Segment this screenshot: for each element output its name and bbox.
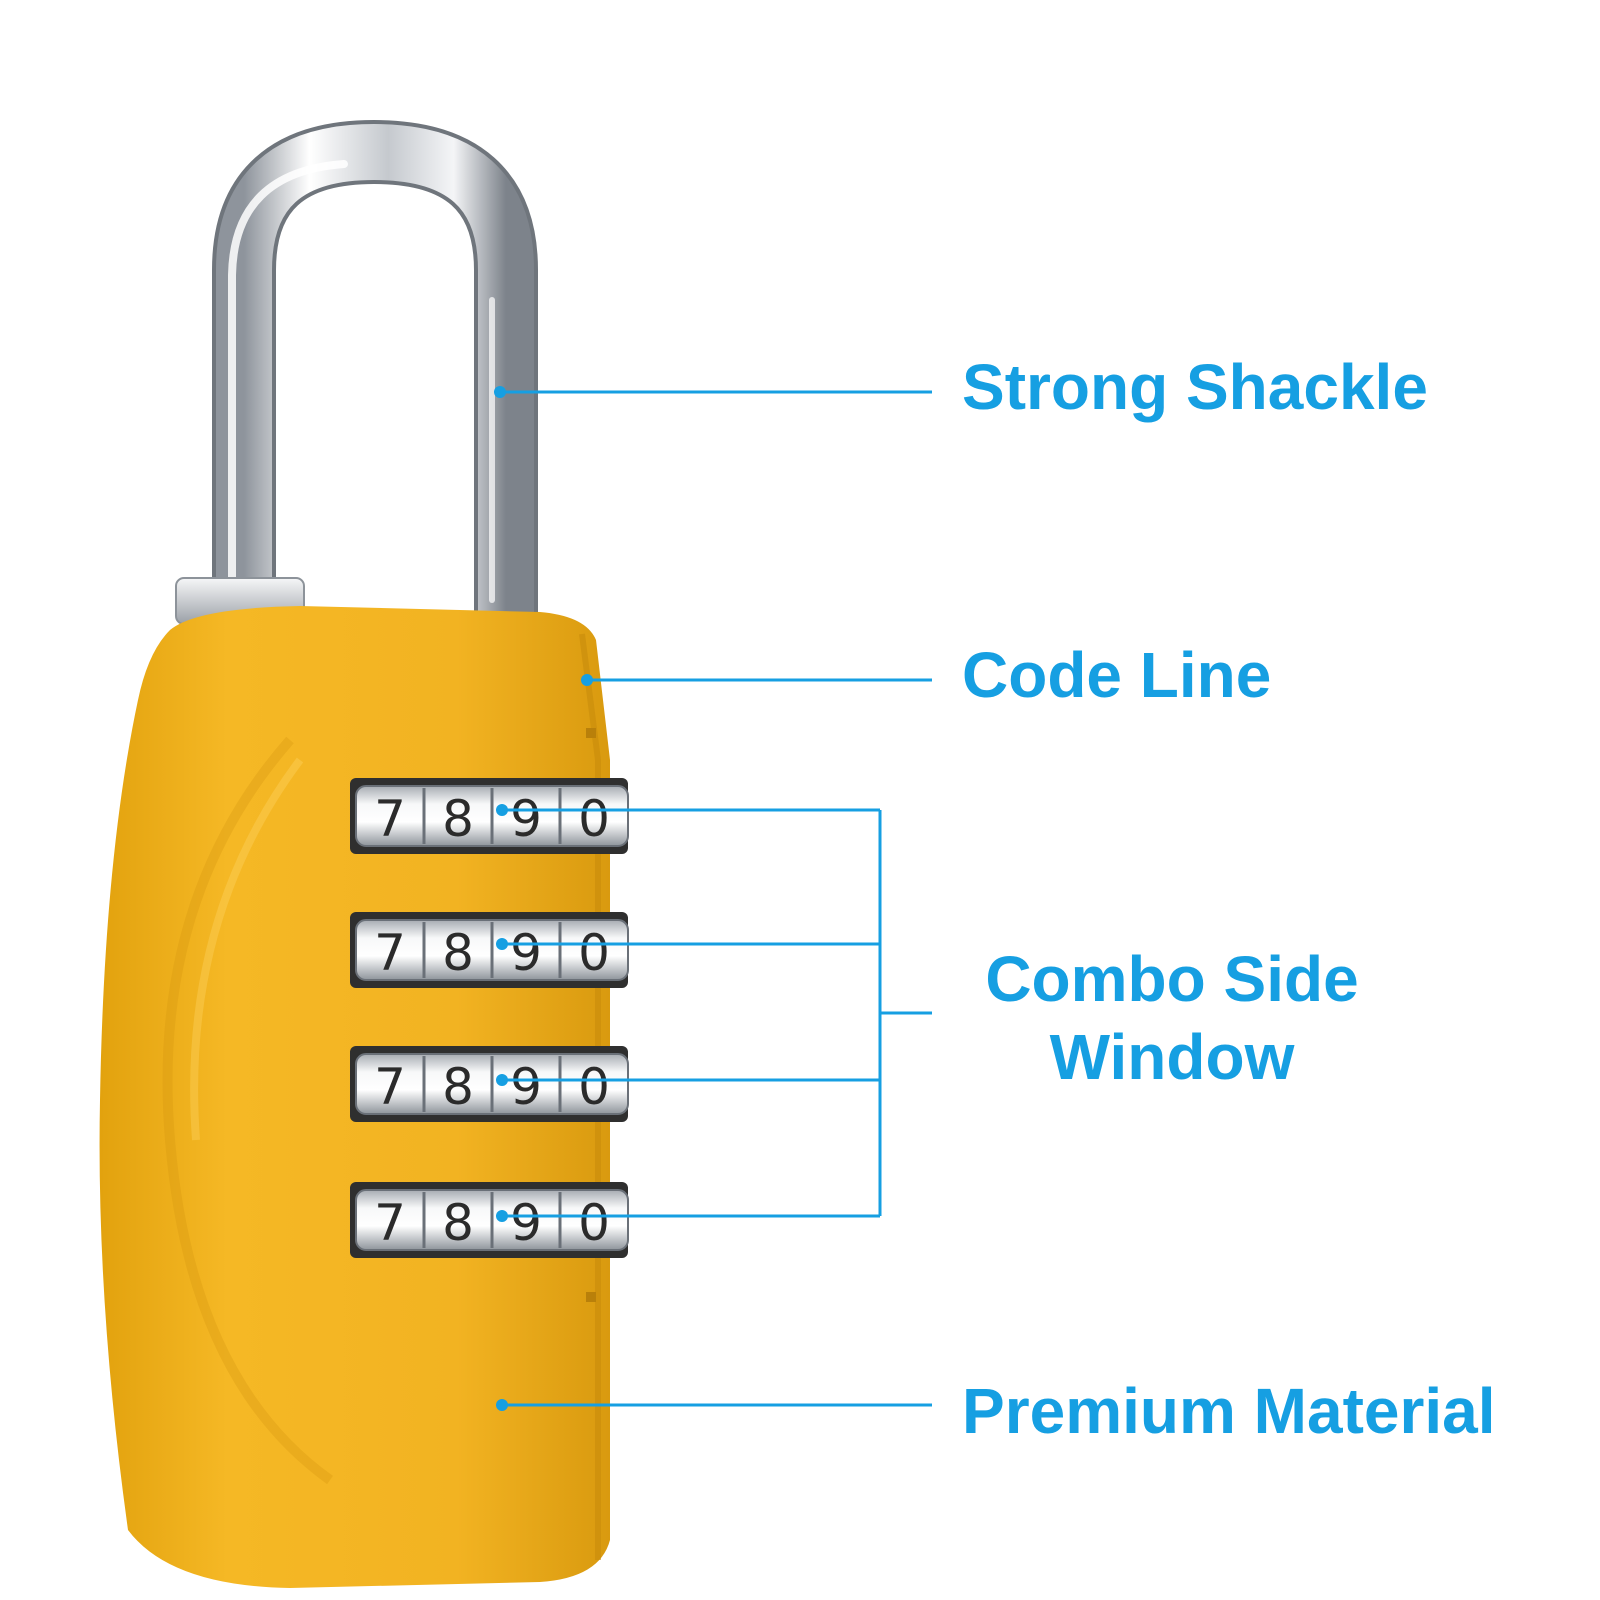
dial-digit[interactable]: 8 [442, 924, 474, 982]
callout-lines [494, 386, 932, 1411]
dial-digit[interactable]: 0 [578, 1058, 610, 1116]
callout-combo-line1: Combo Side [985, 943, 1359, 1015]
dial-window: 7 8 9 0 7 8 9 0 7 8 9 0 [350, 778, 629, 1258]
leader-shackle [494, 386, 932, 398]
dial-digit[interactable]: 0 [578, 924, 610, 982]
leader-code-line [581, 674, 932, 686]
dial-digit[interactable]: 7 [374, 1058, 406, 1116]
callout-combo-line2: Window [1049, 1021, 1295, 1094]
callout-code-line: Code Line [962, 639, 1272, 711]
dial-digit[interactable]: 7 [374, 790, 406, 848]
dial-digit[interactable]: 0 [578, 1194, 610, 1252]
dial-row: 7 8 9 0 [350, 912, 629, 988]
dial-digit[interactable]: 0 [578, 790, 610, 848]
dial-digit[interactable]: 9 [510, 790, 542, 848]
dial-digit[interactable]: 9 [510, 924, 542, 982]
dial-digit[interactable]: 7 [374, 924, 406, 982]
dial-digit[interactable]: 9 [510, 1058, 542, 1116]
leader-combo-bracket [496, 804, 932, 1222]
dial-row: 7 8 9 0 [350, 1046, 629, 1122]
callout-combo-side-window: Combo Side Window [962, 940, 1382, 1096]
shackle [212, 119, 538, 612]
callout-premium-material: Premium Material [962, 1375, 1496, 1447]
dial-row: 7 8 9 0 [350, 778, 629, 854]
dial-digit[interactable]: 7 [374, 1194, 406, 1252]
dial-row: 7 8 9 0 [350, 1182, 629, 1258]
leader-premium [496, 1399, 932, 1411]
callout-strong-shackle: Strong Shackle [962, 351, 1428, 423]
dial-digit[interactable]: 9 [510, 1194, 542, 1252]
dial-digit[interactable]: 8 [442, 1194, 474, 1252]
dial-digit[interactable]: 8 [442, 1058, 474, 1116]
dial-digit[interactable]: 8 [442, 790, 474, 848]
